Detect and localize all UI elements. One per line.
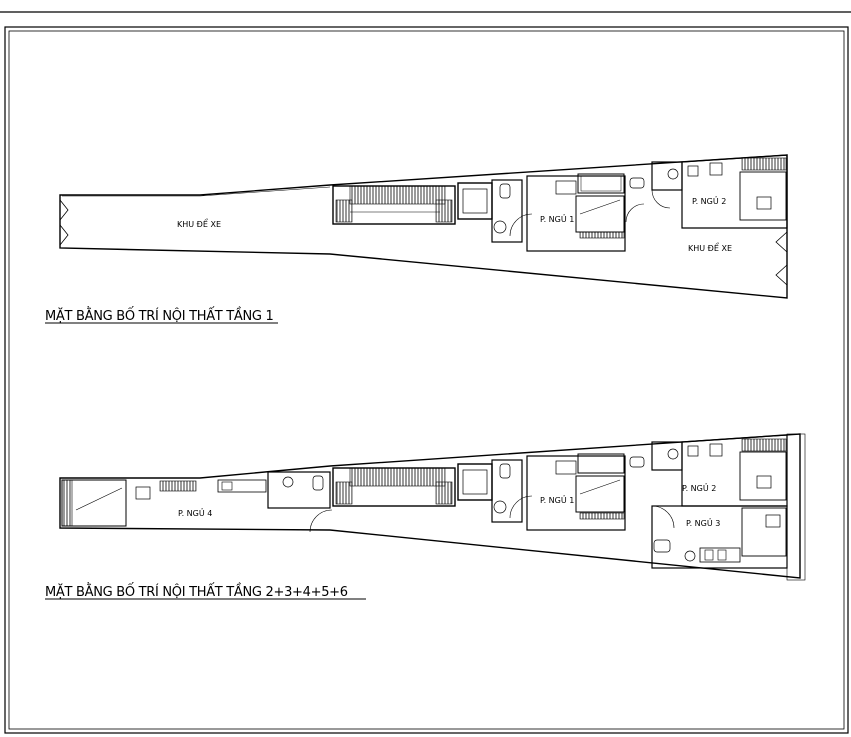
plan1-gate-right-bottom (775, 264, 788, 286)
plan1-title: MẶT BẰNG BỐ TRÍ NỘI THẤT TẦNG 1 (45, 307, 274, 324)
plan2-bedroom-1 (526, 455, 626, 531)
plan2-label-bedroom-2: P. NGỦ 2 (682, 482, 716, 493)
plan2-title: MẶT BẰNG BỐ TRÍ NỘI THẤT TẦNG 2+3+4+5+6 (45, 583, 348, 600)
plan2-bedroom-3 (651, 505, 788, 569)
plan1-wardrobe-2 (741, 157, 787, 171)
plan1-toilet-1 (499, 183, 511, 199)
plan1-gate-left-bottom (59, 224, 69, 246)
plan1-wc-1 (491, 179, 523, 243)
plan-ground-floor: P. NGỦ 1 P. NGỦ 2 KHU ĐỂ XE KHU ĐỂ XE (59, 154, 788, 299)
plan2-bed-1 (575, 475, 625, 513)
plan1-label-parking-left: KHU ĐỂ XE (177, 217, 221, 229)
plan1-bed-2 (739, 171, 787, 221)
plan1-outline (59, 154, 788, 299)
plan1-gate-right-top (775, 231, 788, 253)
plan1-wardrobe-1 (579, 231, 625, 239)
outer-frame (4, 26, 849, 734)
plan2-bed-3 (741, 507, 787, 557)
plan1-label-bedroom-2: P. NGỦ 2 (692, 195, 726, 206)
plan1-door-swing-1 (509, 213, 533, 237)
plan1-gate-left-top (59, 199, 69, 221)
plan-upper-floors: P. NGỦ 4 P. NGỦ 1 (59, 433, 806, 581)
plan2-outline (59, 433, 801, 579)
plan2-label-bedroom-1: P. NGỦ 1 (540, 494, 574, 505)
plan2-wardrobe-4 (159, 480, 197, 492)
plan2-wc-4 (267, 471, 331, 509)
plan1-label-parking-right: KHU ĐỂ XE (688, 241, 732, 253)
plan2-balcony-right (786, 433, 806, 581)
plan2-label-bedroom-3: P. NGỦ 3 (686, 517, 720, 528)
plan2-label-bedroom-4: P. NGỦ 4 (178, 507, 212, 518)
plan1-label-bedroom-1: P. NGỦ 1 (540, 213, 574, 224)
plan1-bedroom-2 (681, 154, 788, 229)
plan1-desk-chair-1 (555, 180, 577, 195)
plan2-chair-4 (135, 486, 151, 500)
plan2-wc-1 (491, 459, 523, 523)
plan1-bedroom-1 (526, 175, 626, 252)
inner-frame (8, 30, 845, 730)
